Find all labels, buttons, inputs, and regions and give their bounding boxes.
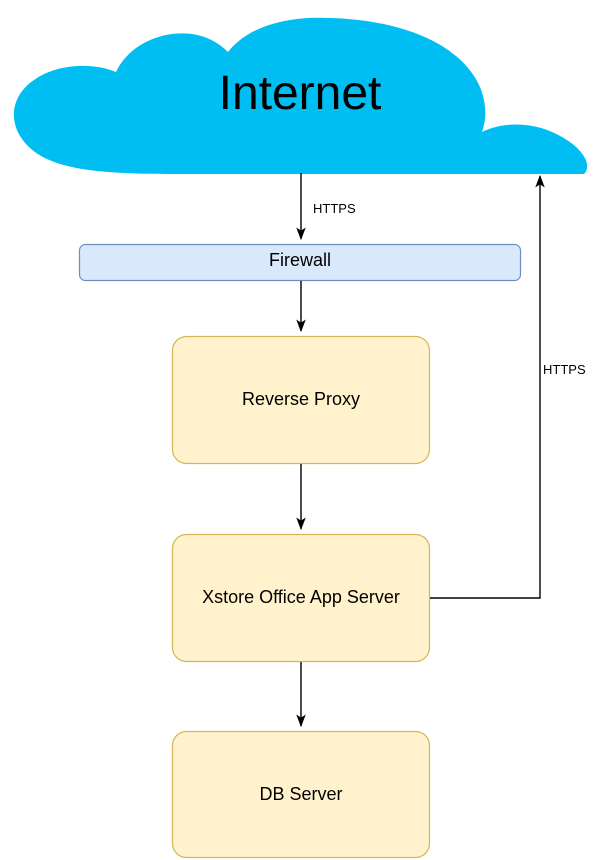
- edge-app-server-to-internet[interactable]: [430, 174, 545, 599]
- edge-line: [430, 174, 545, 599]
- reverse-proxy-box: [171, 335, 431, 465]
- node-db-server[interactable]: [171, 730, 431, 859]
- cloud-shape: [13, 17, 588, 174]
- firewall-box: [78, 243, 522, 282]
- db-server-box: [171, 730, 431, 859]
- node-reverse-proxy[interactable]: [171, 335, 431, 465]
- node-internet[interactable]: [13, 17, 588, 174]
- app-server-box: [171, 533, 431, 663]
- node-xstore-office-app-server[interactable]: [171, 533, 431, 663]
- node-firewall[interactable]: [78, 243, 522, 282]
